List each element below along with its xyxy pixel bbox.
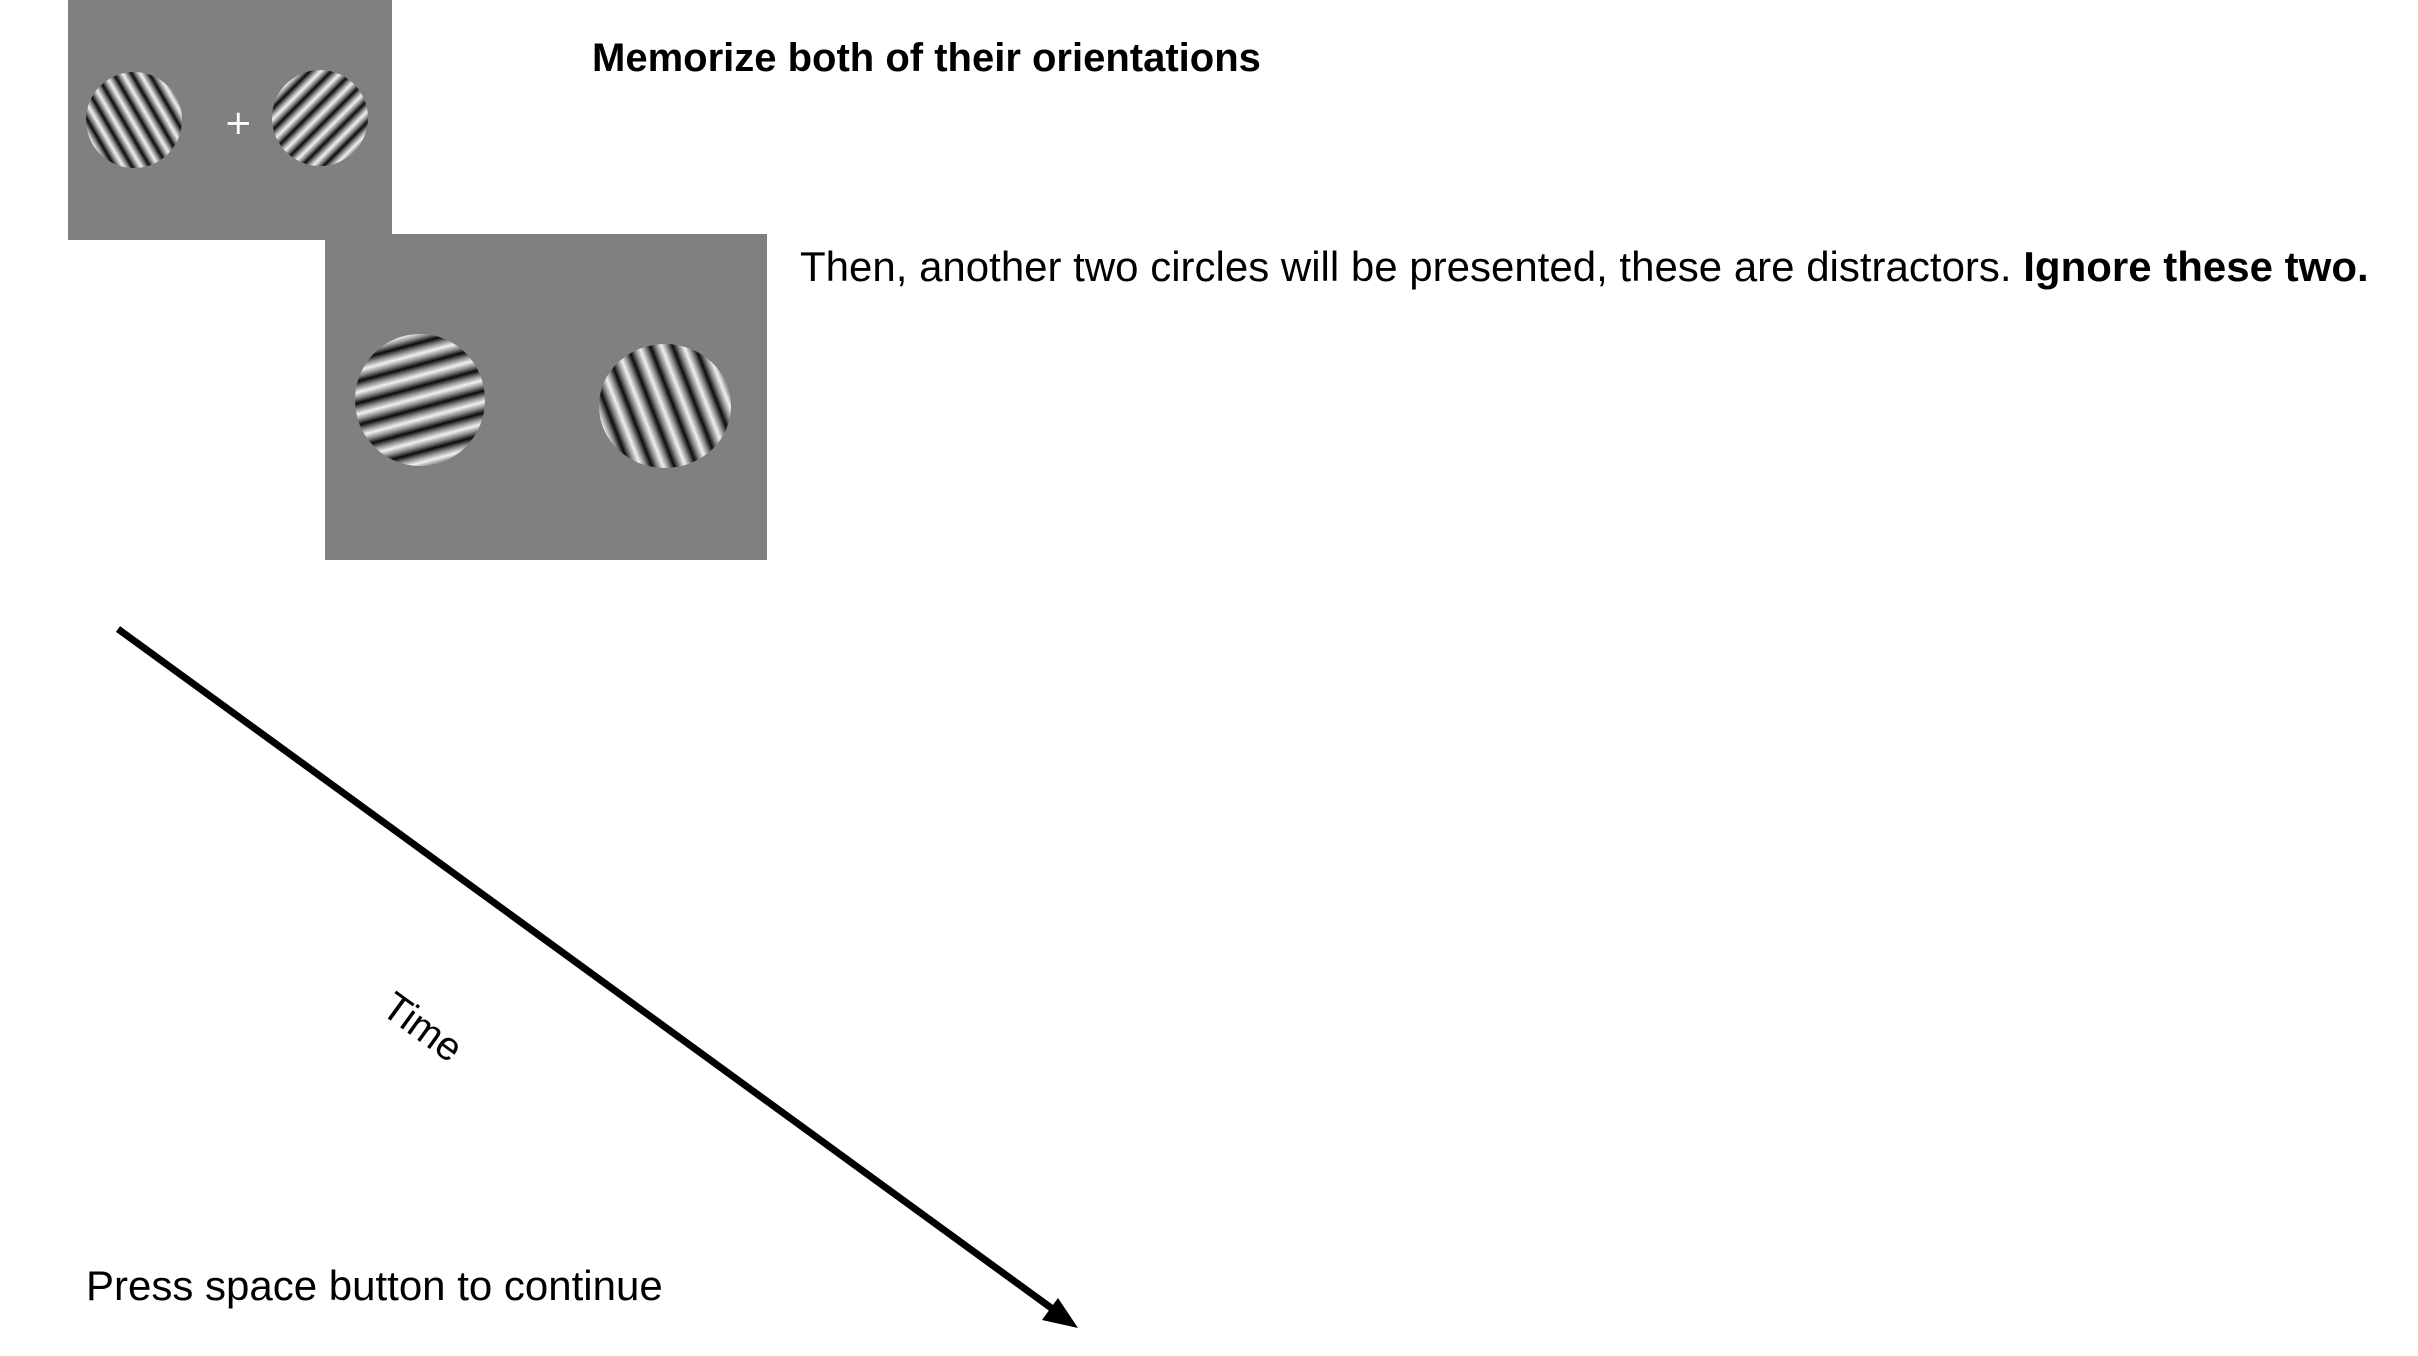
memory-display-panel: + xyxy=(68,0,392,240)
distractor-display-panel: + xyxy=(325,234,767,640)
memory-left-grating xyxy=(86,72,182,168)
distractor-left-grating xyxy=(355,334,485,466)
distractor-instruction-intro: Then, another two circles will be presen… xyxy=(800,243,2012,290)
continue-prompt: Press space button to continue xyxy=(86,1262,663,1309)
distractor-fixation-cross: + xyxy=(529,603,558,643)
time-axis-label: Time xyxy=(374,984,471,1071)
distractor-instruction: Then, another two circles will be presen… xyxy=(800,243,2369,291)
memorize-instruction: Memorize both of their orientations xyxy=(592,36,1261,80)
memory-fixation-cross: + xyxy=(224,103,253,143)
distractor-right-grating xyxy=(599,344,731,468)
memory-right-grating xyxy=(272,70,368,166)
distractor-instruction-emphasis: Ignore these two. xyxy=(2023,243,2369,290)
